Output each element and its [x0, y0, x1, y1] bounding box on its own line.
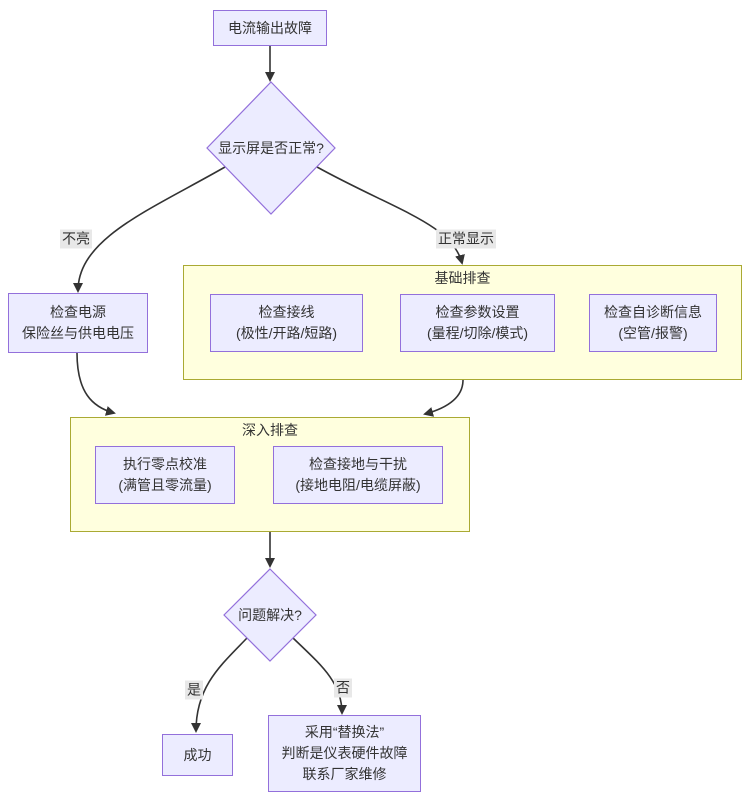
- node-check-params: 检查参数设置 (量程/切除/模式): [400, 294, 555, 352]
- node-display-decision-label: 显示屏是否正常?: [218, 139, 324, 156]
- cluster-deep-checks-title: 深入排查: [242, 422, 298, 438]
- node-zero-calibration: 执行零点校准 (满管且零流量): [95, 446, 235, 504]
- node-start: 电流输出故障: [213, 10, 327, 46]
- edge-basic-to-deep-checks: [423, 379, 464, 417]
- node-check-power: 检查电源 保险丝与供电电压: [8, 293, 148, 353]
- node-check-grounding: 检查接地与干扰 (接地电阻/电缆屏蔽): [273, 446, 443, 504]
- node-check-diagnostics: 检查自诊断信息 (空管/报警): [589, 294, 717, 352]
- edge-label-no: 否: [334, 678, 352, 698]
- edge-label-not-lit: 不亮: [60, 229, 92, 249]
- node-success: 成功: [162, 734, 233, 776]
- node-solved-decision-label: 问题解决?: [238, 606, 302, 623]
- edge-label-yes: 是: [185, 680, 203, 700]
- node-check-wiring: 检查接线 (极性/开路/短路): [210, 294, 363, 352]
- edge-check-power-to-deep-checks: [76, 352, 116, 416]
- edge-normal-to-basic-checks: [316, 166, 465, 265]
- node-replacement-method: 采用“替换法” 判断是仪表硬件故障 联系厂家维修: [268, 715, 421, 792]
- cluster-basic-checks-title: 基础排查: [434, 270, 491, 286]
- edge-label-normal-display: 正常显示: [436, 229, 496, 249]
